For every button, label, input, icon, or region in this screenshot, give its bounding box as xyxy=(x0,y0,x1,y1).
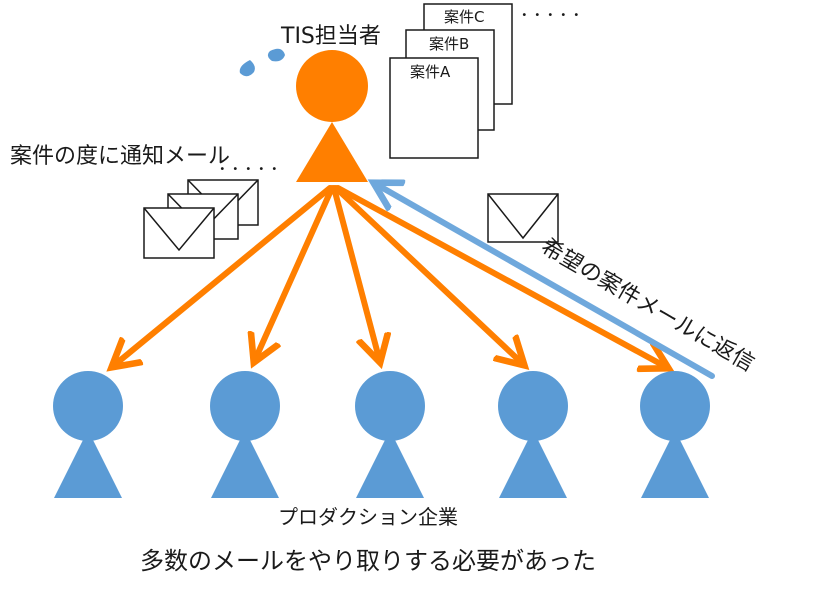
tis-person-label: TIS担当者 xyxy=(281,24,381,49)
document-ellipsis: ．．．．． xyxy=(520,0,594,21)
tis-person-icon xyxy=(296,50,368,182)
notification-label: 案件の度に通知メール xyxy=(10,144,231,169)
notify-arrow-3 xyxy=(331,185,380,362)
mail-ellipsis: ．．．．． xyxy=(218,154,292,175)
company-person-icon xyxy=(53,371,123,498)
document-label-b: 案件B xyxy=(429,35,470,53)
notify-arrow-2 xyxy=(254,185,335,362)
company-people xyxy=(53,371,710,498)
company-person-icon xyxy=(640,371,710,498)
envelope-icon xyxy=(143,207,215,259)
reply-arrow xyxy=(374,183,715,379)
summary-caption: 多数のメールをやり取りする必要があった xyxy=(140,547,596,575)
notification-arrows xyxy=(112,185,668,368)
document-label-a: 案件A xyxy=(410,63,451,81)
company-person-icon xyxy=(355,371,425,498)
notify-arrow-4 xyxy=(333,185,524,365)
production-companies-label: プロダクション企業 xyxy=(278,505,458,529)
notify-arrow-5 xyxy=(335,185,668,368)
document-label-c: 案件C xyxy=(444,8,485,26)
document-stack xyxy=(389,3,513,159)
company-person-icon xyxy=(210,371,280,498)
company-person-icon xyxy=(498,371,568,498)
envelope-icon xyxy=(487,193,559,243)
mail-stack xyxy=(143,179,259,259)
notify-arrow-1 xyxy=(112,185,333,367)
document-icon xyxy=(389,57,479,159)
sweat-drop-icon xyxy=(239,48,285,77)
